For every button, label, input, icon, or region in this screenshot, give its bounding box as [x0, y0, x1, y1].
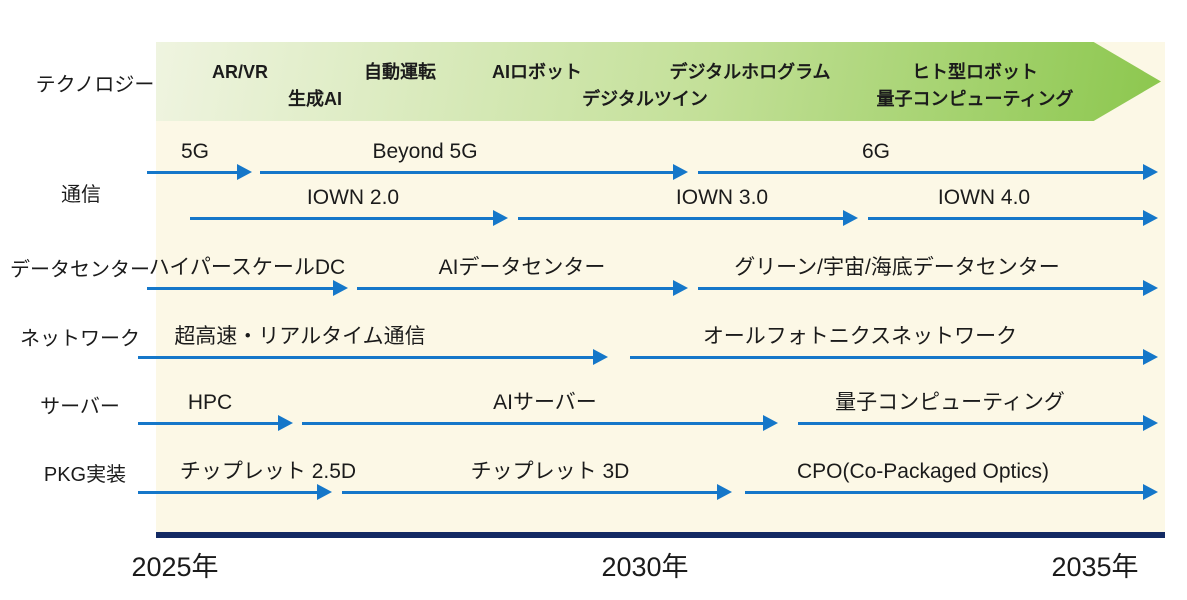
arrow-label: 超高速・リアルタイム通信	[174, 325, 426, 348]
arrow-label: AIサーバー	[493, 391, 597, 414]
arrow-shaft	[745, 490, 1145, 494]
arrow-head	[717, 484, 732, 500]
arrow-shaft	[147, 286, 335, 290]
roadmap-arrow	[342, 484, 732, 500]
arrow-shaft	[868, 216, 1145, 220]
arrow-head	[1143, 210, 1158, 226]
arrow-label: AIデータセンター	[438, 256, 606, 279]
roadmap-arrow	[698, 164, 1158, 180]
arrow-label: HPC	[187, 391, 233, 414]
year-label: 2035年	[1051, 552, 1139, 582]
arrow-shaft	[302, 421, 765, 425]
arrow-label: 量子コンピューティング	[835, 391, 1065, 414]
arrow-shaft	[698, 170, 1145, 174]
arrow-head	[493, 210, 508, 226]
roadmap-arrow	[357, 280, 688, 296]
banner-item: 自動運転	[364, 62, 436, 82]
roadmap-arrow	[698, 280, 1158, 296]
arrow-head	[673, 164, 688, 180]
roadmap-arrow	[260, 164, 688, 180]
arrow-label: チップレット 3D	[470, 460, 630, 483]
banner-item: デジタルホログラム	[669, 62, 831, 82]
arrow-head	[593, 349, 608, 365]
arrow-shaft	[147, 170, 239, 174]
arrow-shaft	[698, 286, 1145, 290]
arrow-shaft	[138, 490, 319, 494]
roadmap-arrow	[138, 484, 332, 500]
banner-item: AR/VR	[211, 62, 269, 82]
roadmap-arrow	[302, 415, 778, 431]
arrow-head	[1143, 415, 1158, 431]
arrow-head	[1143, 164, 1158, 180]
banner-item: ヒト型ロボット	[912, 62, 1038, 82]
row-label: データセンター	[10, 259, 150, 281]
arrow-head	[1143, 280, 1158, 296]
roadmap-arrow	[138, 415, 293, 431]
timeline-axis-line	[156, 532, 1165, 538]
banner-item: 量子コンピューティング	[876, 89, 1074, 109]
arrow-label: CPO(Co-Packaged Optics)	[796, 460, 1050, 483]
arrow-head	[333, 280, 348, 296]
arrow-shaft	[342, 490, 719, 494]
row-label: 通信	[61, 184, 101, 206]
technology-row-label: テクノロジー	[35, 74, 155, 96]
arrow-label: オールフォトニクスネットワーク	[702, 325, 1018, 348]
arrow-shaft	[190, 216, 495, 220]
arrow-head	[278, 415, 293, 431]
roadmap-arrow	[745, 484, 1158, 500]
arrow-head	[673, 280, 688, 296]
arrow-shaft	[630, 355, 1145, 359]
arrow-shaft	[798, 421, 1145, 425]
row-label: サーバー	[40, 396, 120, 418]
arrow-label: ハイパースケールDC	[148, 256, 346, 279]
arrow-label: Beyond 5G	[372, 140, 478, 163]
arrow-label: 6G	[861, 140, 891, 163]
year-label: 2025年	[131, 552, 219, 582]
year-label: 2030年	[601, 552, 689, 582]
arrow-label: チップレット 2.5D	[179, 460, 357, 483]
arrow-shaft	[138, 355, 595, 359]
roadmap-arrow	[138, 349, 608, 365]
arrow-head	[317, 484, 332, 500]
row-label: PKG実装	[43, 464, 127, 486]
roadmap-arrow	[630, 349, 1158, 365]
arrow-shaft	[260, 170, 675, 174]
roadmap-arrow	[798, 415, 1158, 431]
arrow-head	[763, 415, 778, 431]
roadmap-arrow	[147, 280, 348, 296]
arrow-head	[1143, 349, 1158, 365]
technology-banner-arrow	[156, 42, 1161, 121]
roadmap-arrow	[190, 210, 508, 226]
banner-item: 生成AI	[288, 89, 342, 109]
arrow-label: IOWN 3.0	[675, 186, 769, 209]
arrow-label: IOWN 2.0	[306, 186, 400, 209]
banner-item: AIロボット	[492, 62, 582, 82]
arrow-head	[1143, 484, 1158, 500]
arrow-head	[843, 210, 858, 226]
row-label: ネットワーク	[20, 328, 140, 350]
banner-item: デジタルツイン	[582, 89, 708, 109]
arrow-shaft	[138, 421, 280, 425]
roadmap-arrow	[147, 164, 252, 180]
arrow-shaft	[518, 216, 845, 220]
arrow-head	[237, 164, 252, 180]
arrow-label: グリーン/宇宙/海底データセンター	[734, 256, 1060, 279]
arrow-shaft	[357, 286, 675, 290]
arrow-label: IOWN 4.0	[937, 186, 1031, 209]
arrow-label: 5G	[180, 140, 210, 163]
roadmap-arrow	[868, 210, 1158, 226]
roadmap-arrow	[518, 210, 858, 226]
